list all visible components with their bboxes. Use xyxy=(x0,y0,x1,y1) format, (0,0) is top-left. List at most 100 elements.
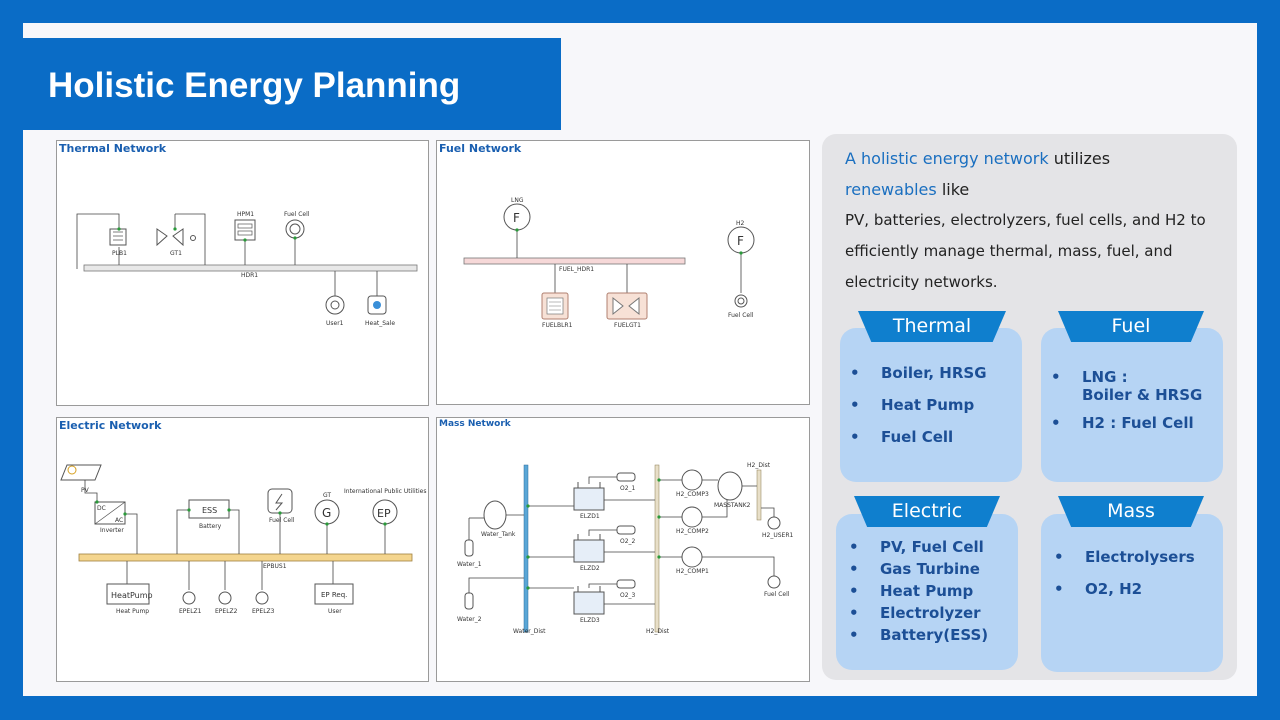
fuel-card: LNG : Boiler & HRSG H2 : Fuel Cell xyxy=(1041,328,1223,482)
heat-pump-module-icon xyxy=(234,219,256,241)
international-utilities-label: International Public Utilities xyxy=(344,488,426,495)
ep-symbol: EP xyxy=(377,507,391,520)
hpm1-label: HPM1 xyxy=(237,211,254,218)
epelz1-icon xyxy=(182,591,196,605)
elzd3-label: ELZD3 xyxy=(580,617,600,624)
electric-card: PV, Fuel Cell Gas Turbine Heat Pump Elec… xyxy=(836,514,1018,670)
generator-symbol: G xyxy=(322,506,331,520)
fuelgt1-label: FUELGT1 xyxy=(614,322,641,329)
list-item: PV, Fuel Cell xyxy=(849,538,988,556)
thermal-network-panel: PLB1 GT1 HPM1 Fuel Cell HDR1 User1 Heat_… xyxy=(56,140,429,406)
inverter-label: Inverter xyxy=(100,527,124,534)
o2-1-icon xyxy=(616,472,636,482)
lng-label: LNG xyxy=(511,197,524,204)
h2-comp2-label: H2_COMP2 xyxy=(676,528,709,535)
list-item-continuation-text: Boiler & HRSG xyxy=(1082,386,1203,404)
elzd1-label: ELZD1 xyxy=(580,513,600,520)
thermal-card: Boiler, HRSG Heat Pump Fuel Cell xyxy=(840,328,1022,482)
gas-turbine-icon xyxy=(156,228,168,247)
list-item-continuation: Boiler & HRSG xyxy=(1051,386,1202,404)
heat-sale-label: Heat_Sale xyxy=(365,320,395,327)
thermal-network-diagram: PLB1 GT1 HPM1 Fuel Cell HDR1 User1 Heat_… xyxy=(76,211,418,327)
water-tank-label: Water_Tank xyxy=(481,531,516,538)
h2-dist-bar xyxy=(654,464,660,633)
intro-highlight-2: renewables xyxy=(845,180,937,199)
list-item: O2, H2 xyxy=(1054,580,1195,598)
epelz3-label: EPELZ3 xyxy=(252,608,275,615)
masstank2-icon xyxy=(717,471,743,501)
tab-electric: Electric xyxy=(854,496,1000,527)
fuel-cell-label: Fuel Cell xyxy=(764,591,790,598)
list-item: Battery(ESS) xyxy=(849,626,988,644)
electric-network-title: Electric Network xyxy=(59,419,162,432)
intro-line-2: renewables like xyxy=(845,174,1225,205)
mass-card: Electrolysers O2, H2 xyxy=(1041,514,1223,672)
elzd3-icon xyxy=(573,591,605,615)
elzd2-label: ELZD2 xyxy=(580,565,600,572)
list-item: Electrolysers xyxy=(1054,548,1195,566)
fuel-cell-icon xyxy=(285,219,305,239)
boiler-icon xyxy=(109,228,127,246)
h2-comp3-label: H2_COMP3 xyxy=(676,491,709,498)
thermal-network-title: Thermal Network xyxy=(59,142,167,155)
gt-label: GT xyxy=(323,492,331,499)
h2-dist-label: H2_Dist xyxy=(646,628,670,635)
o2-1-label: O2_1 xyxy=(620,485,636,492)
title-bar: Holistic Energy Planning xyxy=(23,38,561,130)
intro-text-3: PV, batteries, electrolyzers, fuel cells… xyxy=(845,211,1206,291)
list-item: H2 : Fuel Cell xyxy=(1051,414,1202,432)
elzd1-icon xyxy=(573,487,605,511)
elzd2-icon xyxy=(573,539,605,563)
intro-text-2: like xyxy=(936,180,970,199)
water-1-icon xyxy=(464,539,474,557)
electric-network-diagram: G EP PV DC AC Inverter ESS Battery Fuel … xyxy=(60,464,426,615)
h2-comp3-icon xyxy=(681,469,703,491)
h2-user1-label: H2_USER1 xyxy=(762,532,793,539)
water-2-icon xyxy=(464,592,474,610)
heat-pump-label: Heat Pump xyxy=(116,608,149,615)
mass-network-panel: Water_Tank Water_1 Water_2 Water_Dist EL… xyxy=(436,417,810,682)
epelz3-icon xyxy=(255,591,269,605)
o2-3-icon xyxy=(616,579,636,589)
tab-mass: Mass xyxy=(1058,496,1204,527)
fuel-network-title: Fuel Network xyxy=(439,142,522,155)
o2-3-label: O2_3 xyxy=(620,592,636,599)
fuel-hdr1-label: FUEL_HDR1 xyxy=(559,266,594,273)
dc-label: DC xyxy=(97,505,106,512)
epelz2-icon xyxy=(218,591,232,605)
water-2-label: Water_2 xyxy=(457,616,482,623)
user1-label: User1 xyxy=(326,320,344,327)
mass-list: Electrolysers O2, H2 xyxy=(1054,548,1195,598)
h2-comp2-icon xyxy=(681,506,703,528)
fuel-list: LNG : Boiler & HRSG H2 : Fuel Cell xyxy=(1051,368,1202,432)
hdr1-label: HDR1 xyxy=(241,272,258,279)
battery-label: Battery xyxy=(199,523,222,530)
fuel-network-panel: F F LNG H2 FUEL_HDR1 FUELBLR1 FUELGT1 Fu… xyxy=(436,140,810,405)
intro-text: A holistic energy network utilizes renew… xyxy=(845,143,1225,298)
h2-dist-top-bar xyxy=(756,469,762,521)
plb1-label: PLB1 xyxy=(112,250,127,257)
list-item: Heat Pump xyxy=(850,396,987,414)
electric-network-panel: G EP PV DC AC Inverter ESS Battery Fuel … xyxy=(56,417,429,682)
fuel-cell-label: Fuel Cell xyxy=(269,517,295,524)
o2-2-icon xyxy=(616,525,636,535)
tab-thermal: Thermal xyxy=(858,311,1006,342)
fuel-cell-label: Fuel Cell xyxy=(728,312,754,319)
fuel-cell-label: Fuel Cell xyxy=(284,211,310,218)
heatpump-box-label: HeatPump xyxy=(111,591,153,600)
h2-user1-icon xyxy=(767,516,781,530)
h2-f-symbol: F xyxy=(737,234,744,248)
fuel-cell-sink-icon xyxy=(734,294,748,308)
epelz2-label: EPELZ2 xyxy=(215,608,238,615)
ep-req-box xyxy=(314,583,354,605)
fuel-cell-sink-icon xyxy=(767,575,781,589)
list-item: Fuel Cell xyxy=(850,428,987,446)
list-item: Gas Turbine xyxy=(849,560,988,578)
heat-pump-box xyxy=(106,583,150,605)
pv-label: PV xyxy=(81,487,90,494)
intro-highlight-1: A holistic energy network xyxy=(845,149,1049,168)
fuel-cell-icon xyxy=(267,488,293,514)
ep-req-label: EP Req. xyxy=(321,591,347,599)
mass-network-diagram: Water_Tank Water_1 Water_2 Water_Dist EL… xyxy=(457,462,793,635)
ess-label: ESS xyxy=(202,506,217,515)
